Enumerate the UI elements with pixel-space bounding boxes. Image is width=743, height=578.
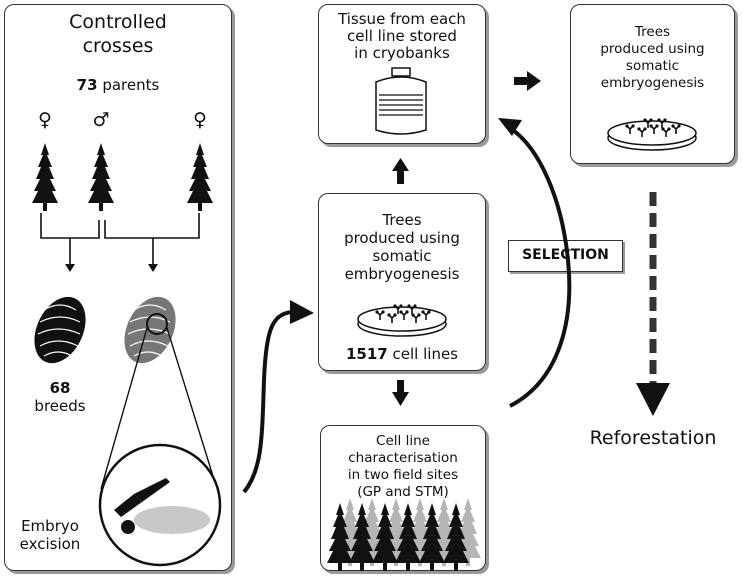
parent-tree-male: [88, 143, 114, 211]
cryobank-line1: Tissue from each: [338, 10, 466, 28]
cryobank-line2: cell line stored: [347, 27, 457, 45]
selection-arrow-head: [498, 118, 522, 136]
selection-label: SELECTION: [522, 247, 609, 263]
scalpel-icon: [114, 478, 170, 517]
characterisation-line1: Cell line: [376, 433, 430, 449]
characterisation-line4: (GP and STM): [357, 484, 449, 500]
cross-lines: [40, 213, 200, 266]
embryogenesis-center-line3: somatic: [372, 247, 432, 265]
parent-tree-female-2: [187, 143, 213, 211]
breeds-count: 68: [30, 379, 90, 397]
embryogenesis-center-box: [318, 193, 486, 371]
controlled-crosses-title-line1: Controlled: [69, 11, 167, 33]
embryogenesis-top-line3: somatic: [625, 58, 680, 74]
cell-lines-label: cell lines: [392, 345, 458, 363]
pine-cone-dark: [34, 296, 86, 364]
breeds-count-value: 68: [49, 379, 71, 397]
parent-tree-female-1: [32, 143, 58, 211]
flow-arrow-curve: [242, 310, 293, 494]
reforestation-label: Reforestation: [589, 427, 717, 449]
embryo-seed: [121, 520, 135, 534]
male-symbol: ♂: [92, 109, 110, 131]
flow-arrow-curve-head: [290, 300, 314, 324]
embryo-shape: [134, 506, 210, 534]
selection-arrow-curve: [508, 126, 572, 408]
reforestation-arrow-head: [636, 383, 670, 416]
pine-cone-grey: [124, 296, 176, 364]
cryobank-line3: in cryobanks: [354, 44, 450, 62]
arrow-up-to-cryobank: [392, 158, 409, 184]
embryogenesis-top-box: [570, 4, 735, 164]
embryogenesis-center-line1: Trees: [382, 211, 422, 229]
embryogenesis-top-line4: embryogenesis: [600, 75, 705, 91]
arrow-right-to-embryogenesis: [514, 71, 541, 91]
embryogenesis-center-line4: embryogenesis: [344, 265, 460, 283]
embryogenesis-top-line1: Trees: [634, 24, 671, 40]
parents-label: parents: [102, 76, 160, 94]
magnifier-circle: [98, 443, 222, 567]
petri-dish-center: [357, 303, 447, 337]
petri-dish-top: [607, 117, 697, 151]
embryogenesis-top-line2: produced using: [600, 41, 705, 57]
field-site-trees: [327, 498, 481, 571]
cell-lines-text: 1517 cell lines: [318, 345, 486, 363]
embryo-excision-line2: excision: [19, 535, 81, 553]
cross-arrow-left: [65, 264, 75, 272]
arrow-down-to-characterisation: [392, 380, 409, 406]
parents-count: 73: [76, 76, 98, 94]
female-symbol-1: ♀: [38, 109, 52, 131]
parents-count-text: 73 parents: [4, 76, 232, 94]
cell-lines-count: 1517: [346, 345, 388, 363]
breeds-label: breeds: [34, 397, 86, 415]
characterisation-line2: characterisation: [348, 450, 458, 466]
characterisation-line3: in two field sites: [347, 467, 459, 483]
cryobank-container-icon: [375, 67, 427, 135]
female-symbol-2: ♀: [193, 109, 207, 131]
cross-arrow-right: [148, 264, 158, 272]
controlled-crosses-title-line2: crosses: [82, 35, 154, 57]
embryo-excision-line1: Embryo: [21, 517, 79, 535]
magnifier-lines: [100, 327, 218, 490]
embryogenesis-center-line2: produced using: [344, 229, 460, 247]
